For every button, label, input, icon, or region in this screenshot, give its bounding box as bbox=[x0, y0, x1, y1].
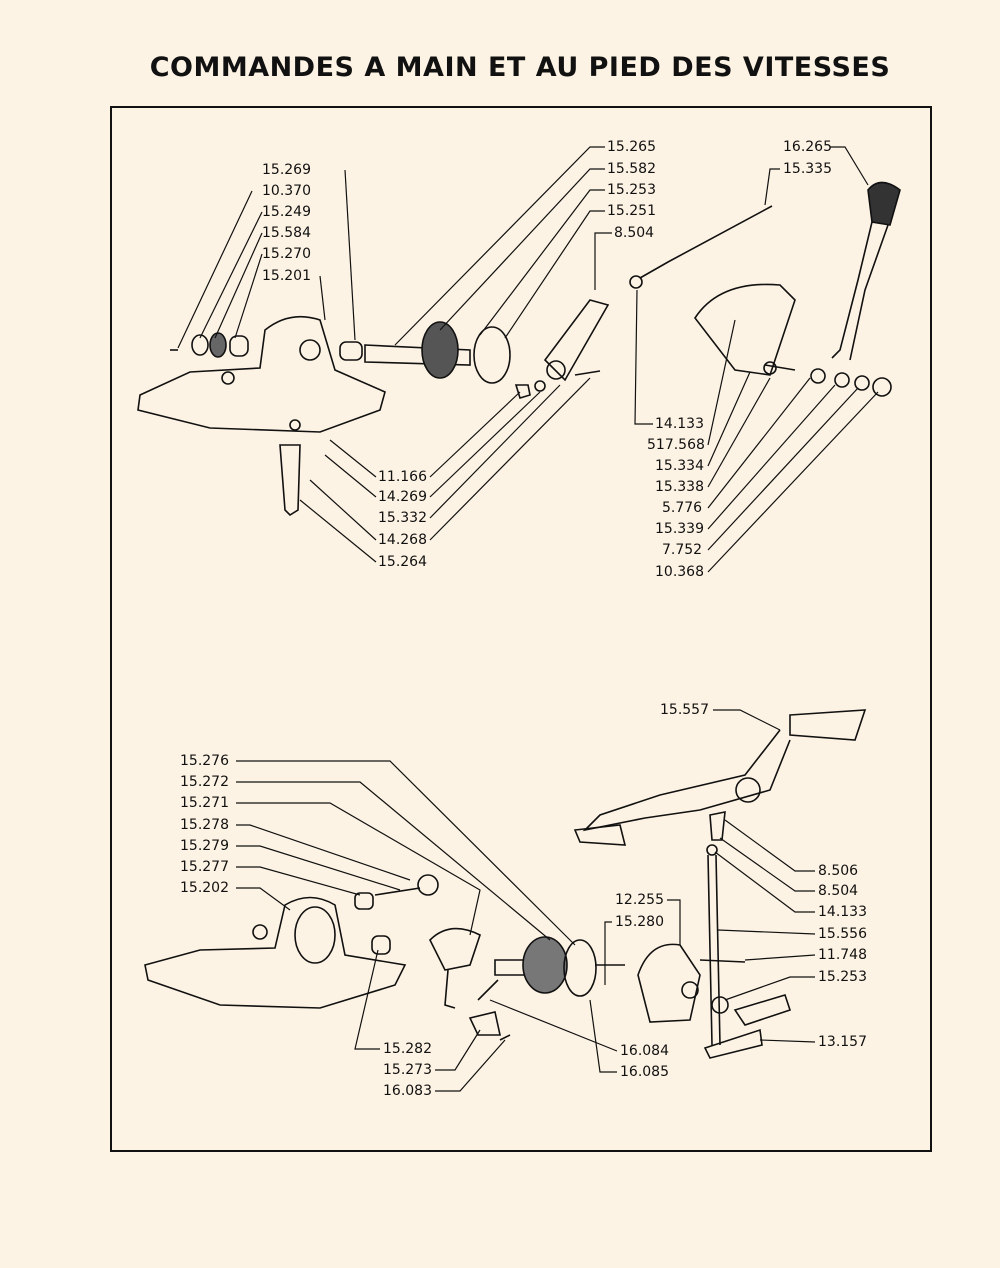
part-number-label: 15.279 bbox=[180, 838, 229, 854]
part-number-label: 14.133 bbox=[818, 904, 867, 920]
part-number-label: 8.504 bbox=[614, 225, 655, 241]
part-number-label: 15.201 bbox=[262, 268, 311, 284]
part-number-label: 15.280 bbox=[615, 914, 664, 930]
part-number-label: 7.752 bbox=[662, 542, 703, 558]
part-number-label: 16.265 bbox=[783, 139, 832, 155]
diagram-frame bbox=[110, 106, 932, 1152]
part-number-label: 10.368 bbox=[655, 564, 704, 580]
part-number-label: 15.270 bbox=[262, 246, 311, 262]
gearbox-cover-housing-bottom bbox=[144, 874, 439, 1009]
part-number-label: 15.276 bbox=[180, 753, 229, 769]
part-number-label: 14.268 bbox=[378, 532, 427, 548]
part-number-label: 15.338 bbox=[655, 479, 704, 495]
part-number-label: 15.249 bbox=[262, 204, 311, 220]
leader-lines-bottom bbox=[236, 709, 816, 1092]
gear-lever bbox=[810, 181, 901, 397]
part-number-label: 15.253 bbox=[607, 182, 656, 198]
part-number-label: 11.166 bbox=[378, 469, 427, 485]
leader-lines-top bbox=[177, 146, 879, 573]
part-number-label: 15.269 bbox=[262, 162, 311, 178]
part-number-label: 15.202 bbox=[180, 880, 229, 896]
part-number-label: 5.776 bbox=[662, 500, 703, 516]
part-number-label: 15.278 bbox=[180, 817, 229, 833]
part-number-label: 16.083 bbox=[383, 1083, 432, 1099]
part-number-label: 15.282 bbox=[383, 1041, 432, 1057]
part-number-label: 15.264 bbox=[378, 554, 427, 570]
gearbox-cover-housing-top bbox=[137, 315, 386, 517]
shaft-assembly-top bbox=[170, 205, 773, 399]
part-number-label: 12.255 bbox=[615, 892, 664, 908]
part-number-label: 15.251 bbox=[607, 203, 656, 219]
part-number-label: 15.339 bbox=[655, 521, 704, 537]
part-number-label: 15.556 bbox=[818, 926, 867, 942]
part-number-label: 11.748 bbox=[818, 947, 867, 963]
part-number-label: 15.271 bbox=[180, 795, 229, 811]
part-number-label: 15.273 bbox=[383, 1062, 432, 1078]
part-number-label: 15.253 bbox=[818, 969, 867, 985]
part-number-label: 16.085 bbox=[620, 1064, 669, 1080]
part-number-label: 15.557 bbox=[660, 702, 709, 718]
part-number-label: 15.334 bbox=[655, 458, 704, 474]
part-number-label: 13.157 bbox=[818, 1034, 867, 1050]
part-number-label: 16.084 bbox=[620, 1043, 669, 1059]
part-number-label: 517.568 bbox=[647, 437, 705, 453]
part-number-label: 15.277 bbox=[180, 859, 229, 875]
gear-selector-gate bbox=[694, 283, 796, 376]
part-number-label: 15.584 bbox=[262, 225, 311, 241]
part-number-label: 10.370 bbox=[262, 183, 311, 199]
selector-mechanism-bottom bbox=[429, 927, 792, 1041]
part-number-label: 15.582 bbox=[607, 161, 656, 177]
part-number-label: 15.272 bbox=[180, 774, 229, 790]
part-number-label: 14.269 bbox=[378, 489, 427, 505]
page-title: COMMANDES A MAIN ET AU PIED DES VITESSES bbox=[149, 52, 891, 83]
part-number-label: 15.335 bbox=[783, 161, 832, 177]
part-number-label: 15.332 bbox=[378, 510, 427, 526]
part-number-label: 8.504 bbox=[818, 883, 859, 899]
part-number-label: 14.133 bbox=[655, 416, 704, 432]
part-number-label: 8.506 bbox=[818, 863, 859, 879]
part-number-label: 15.265 bbox=[607, 139, 656, 155]
